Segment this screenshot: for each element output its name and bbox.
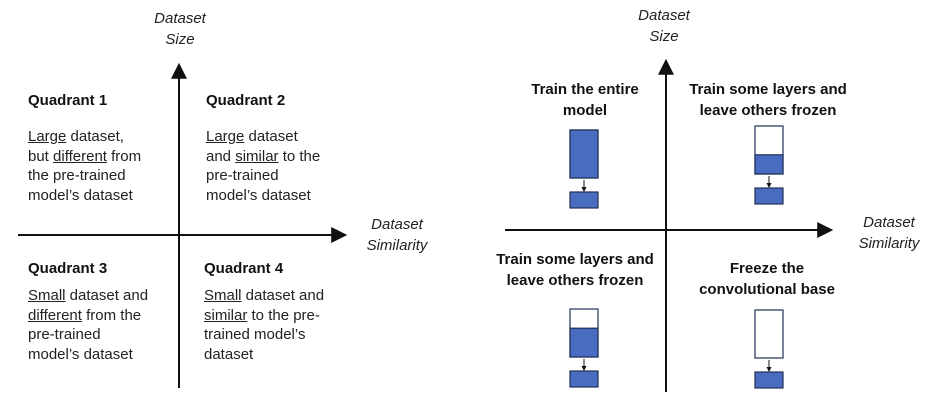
quadrant-3-text-line: Small dataset and — [28, 286, 148, 306]
quadrant-2-text-line: and similar to the — [206, 147, 320, 167]
quadrant-2-title: Quadrant 2 — [206, 92, 286, 109]
text-segment: dataset and — [65, 287, 149, 304]
text-segment: trained model’s — [204, 326, 306, 343]
quadrant-3-text-line: different from the — [28, 306, 148, 326]
text-segment: model’s dataset — [28, 186, 133, 204]
text-segment: dataset — [204, 345, 254, 363]
left-y-axis-label-line1: Dataset — [154, 10, 206, 27]
right-quadrant-4-title-line2: convolutional base — [699, 281, 835, 298]
text-segment: model’s dataset — [206, 186, 311, 204]
text-segment: and — [206, 147, 236, 165]
right-quadrant-2-title-line1: Train some layers and — [689, 81, 847, 98]
right-quadrant-3-title-line2: leave others frozen — [506, 272, 644, 289]
text-segment: pre-trained — [28, 326, 101, 343]
text-segment: but — [28, 147, 54, 165]
quadrant-4-text-line: Small dataset and — [204, 286, 324, 306]
text-segment: the pre-trained — [28, 167, 126, 184]
text-segment: pre-trained — [206, 167, 279, 184]
right-x-axis-label-line1: Dataset — [863, 214, 915, 231]
underlined-term: similar — [235, 147, 279, 165]
underlined-term: different — [28, 306, 82, 324]
right-y-axis-label: Dataset Size — [624, 5, 704, 47]
right-quadrant-2-title: Train some layers and leave others froze… — [678, 79, 858, 121]
model-stack-4 — [754, 309, 784, 359]
text-segment: dataset and — [241, 287, 325, 304]
underlined-term: Large — [28, 128, 67, 145]
left-y-axis-label-line2: Size — [165, 31, 195, 48]
right-y-axis-label-line1: Dataset — [638, 7, 690, 24]
quadrant-4-text-line: trained model’s — [204, 325, 324, 345]
output-layer-1 — [569, 191, 599, 209]
output-layer-3 — [569, 370, 599, 388]
right-quadrant-2-title-line2: leave others frozen — [699, 102, 837, 119]
right-quadrant-1-title: Train the entire model — [505, 79, 665, 121]
output-layer-2 — [754, 187, 784, 205]
left-x-axis-label-line1: Dataset — [371, 216, 423, 233]
underlined-term: similar — [204, 306, 248, 324]
output-layer-4 — [754, 371, 784, 389]
text-segment: dataset, — [66, 128, 124, 145]
quadrant-4-text-line: similar to the pre- — [204, 306, 324, 326]
quadrant-3-text-line: pre-trained — [28, 325, 148, 345]
trained-layers-3 — [569, 327, 599, 358]
underlined-term: Large — [206, 128, 245, 145]
right-quadrant-4-title: Freeze the convolutional base — [687, 258, 847, 300]
text-segment: dataset — [244, 128, 298, 145]
trained-layers-2 — [754, 154, 784, 175]
quadrant-4-text-line: dataset — [204, 345, 324, 365]
quadrant-3-title: Quadrant 3 — [28, 260, 108, 277]
quadrant-1-text-line: model’s dataset — [28, 186, 141, 206]
text-segment: to the pre- — [247, 306, 320, 324]
right-x-axis-label: Dataset Similarity — [844, 212, 934, 254]
left-x-axis-label: Dataset Similarity — [352, 214, 442, 256]
quadrant-2-text-line: Large dataset — [206, 127, 320, 147]
right-y-axis-label-line2: Size — [649, 28, 679, 45]
quadrant-1-text-line: but different from — [28, 147, 141, 167]
right-x-axis-label-line2: Similarity — [858, 235, 920, 252]
text-segment: to the — [278, 147, 321, 165]
trained-layers-1 — [569, 129, 599, 179]
quadrant-1-text-line: Large dataset, — [28, 127, 141, 147]
underlined-term: Small — [28, 287, 66, 304]
right-quadrant-4-title-line1: Freeze the — [729, 260, 805, 277]
quadrant-4-title: Quadrant 4 — [204, 260, 284, 277]
text-segment: from — [106, 147, 142, 165]
quadrant-3-text-line: model’s dataset — [28, 345, 148, 365]
right-quadrant-3-title-line1: Train some layers and — [496, 251, 654, 268]
quadrant-1-text-line: the pre-trained — [28, 166, 141, 186]
text-segment: from the — [81, 306, 142, 324]
quadrant-2-text-line: pre-trained — [206, 166, 320, 186]
right-quadrant-1-title-line1: Train the entire — [531, 81, 639, 98]
text-segment: model’s dataset — [28, 345, 133, 363]
quadrant-1-title: Quadrant 1 — [28, 92, 108, 109]
right-quadrant-1-title-line2: model — [562, 102, 608, 119]
right-quadrant-3-title: Train some layers and leave others froze… — [485, 249, 665, 291]
quadrant-2-text-line: model’s dataset — [206, 186, 320, 206]
left-y-axis-label: Dataset Size — [140, 8, 220, 50]
underlined-term: different — [53, 147, 107, 165]
underlined-term: Small — [204, 287, 242, 304]
left-x-axis-label-line2: Similarity — [366, 237, 428, 254]
